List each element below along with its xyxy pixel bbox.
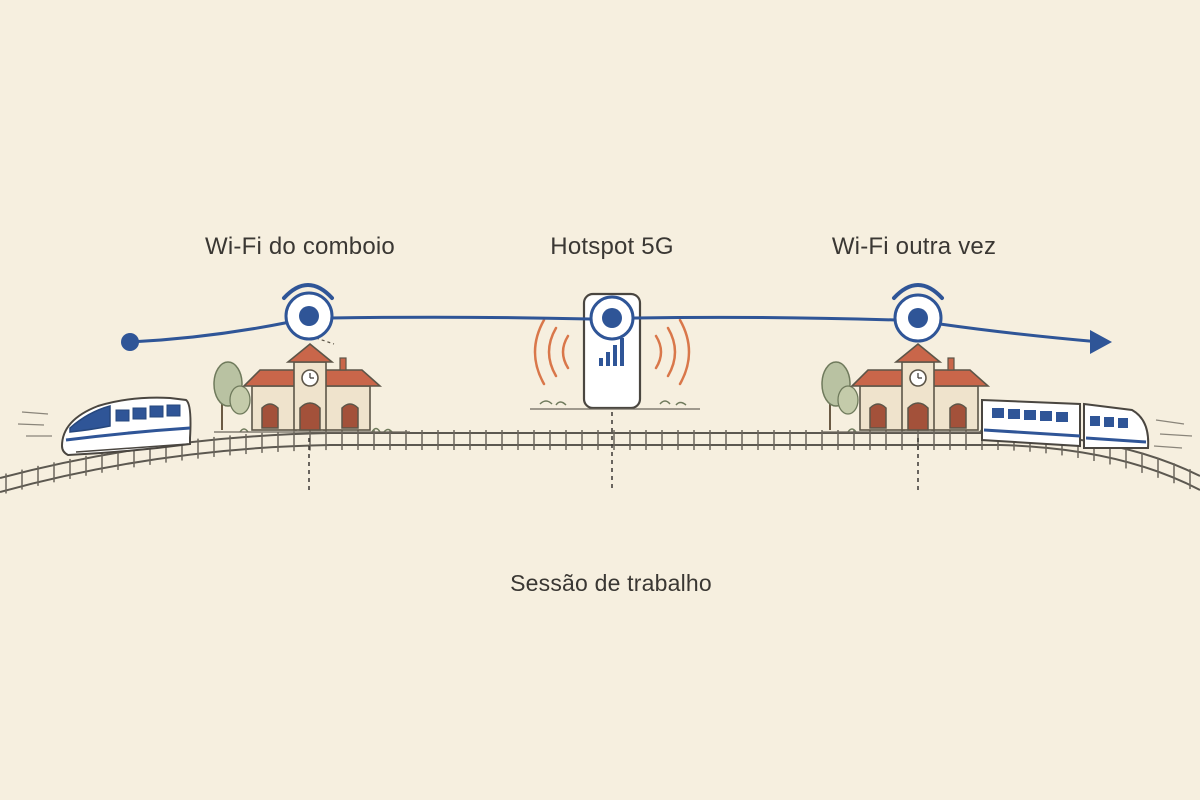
- train-left-icon: [17, 396, 192, 457]
- timeline-label: Sessão de trabalho: [510, 570, 712, 596]
- stage-label-hotspot: Hotspot 5G: [550, 233, 674, 260]
- connector-lines: [308, 412, 919, 490]
- stage-label-wifi-again: Wi-Fi outra vez: [831, 233, 997, 260]
- timeline-arrowhead: [1090, 330, 1112, 354]
- timeline-node: [589, 295, 635, 341]
- timeline-node: [284, 291, 334, 341]
- signal-waves-left-icon: [533, 318, 570, 386]
- timeline-node: [893, 293, 943, 343]
- train-station-left-icon: [213, 343, 411, 433]
- stage-label-train-wifi: Wi-Fi do comboio: [205, 233, 395, 260]
- timeline: [121, 291, 1112, 354]
- railway-track: [0, 430, 1200, 494]
- signal-waves-right-icon: [654, 318, 691, 386]
- train-right-icon: [981, 398, 1193, 449]
- timeline-start-dot: [121, 333, 139, 351]
